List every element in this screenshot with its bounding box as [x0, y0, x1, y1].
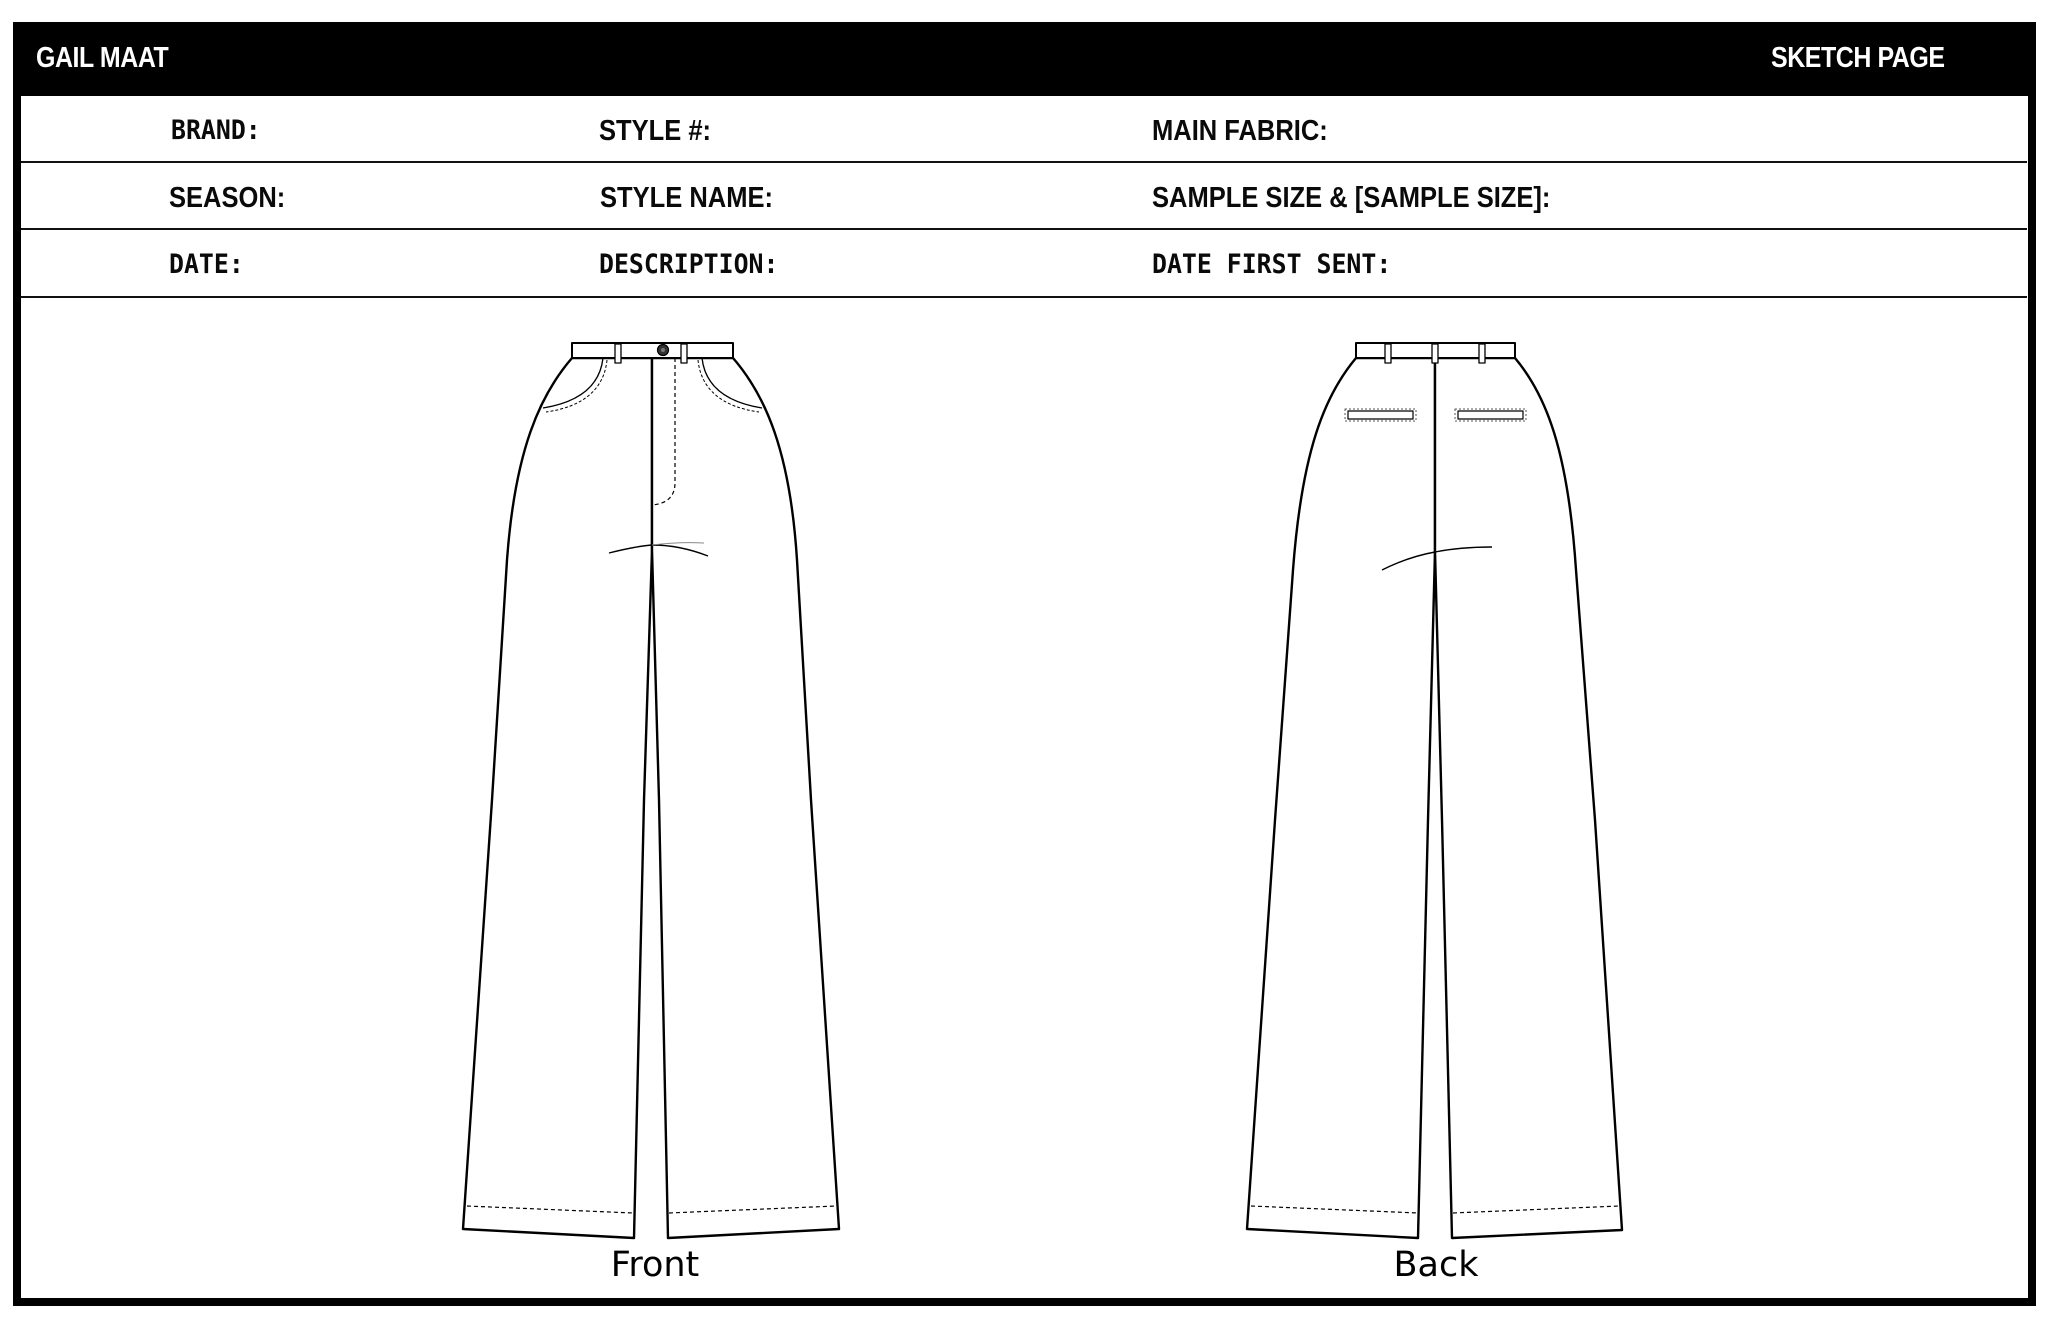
back-view-label: Back: [1393, 1245, 1479, 1285]
description-label: DESCRIPTION:: [599, 249, 779, 280]
sample-size-label: SAMPLE SIZE & [SAMPLE SIZE]:: [1152, 182, 1551, 214]
brand-label: BRAND:: [171, 115, 261, 146]
main-fabric-label: MAIN FABRIC:: [1152, 115, 1328, 147]
page-title: SKETCH PAGE: [1771, 42, 1945, 74]
date-first-sent-label: DATE FIRST SENT:: [1152, 249, 1392, 280]
date-label: DATE:: [169, 249, 244, 280]
front-view-label: Front: [610, 1245, 700, 1285]
pants-back-icon: [1245, 342, 1624, 1240]
pants-front-icon: [461, 342, 841, 1240]
style-number-label: STYLE #:: [599, 115, 712, 147]
info-row-2: SEASON: STYLE NAME: SAMPLE SIZE & [SAMPL…: [21, 163, 2027, 230]
season-label: SEASON:: [169, 182, 286, 214]
info-row-3: DATE: DESCRIPTION: DATE FIRST SENT:: [21, 230, 2027, 298]
title-bar: GAIL MAAT SKETCH PAGE: [13, 22, 2036, 96]
style-name-label: STYLE NAME:: [600, 182, 773, 214]
info-row-1: BRAND: STYLE #: MAIN FABRIC:: [21, 96, 2027, 163]
company-name: GAIL MAAT: [36, 42, 169, 74]
sketch-page-frame: [13, 22, 2036, 1306]
